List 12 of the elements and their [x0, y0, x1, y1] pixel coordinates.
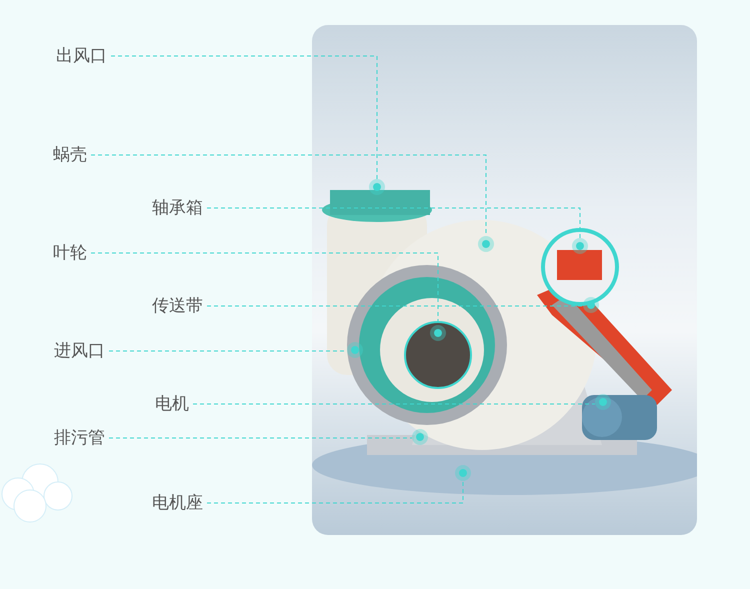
part-label: 电机座 — [152, 492, 203, 514]
leader-line — [110, 56, 378, 180]
part-label: 出风口 — [56, 45, 107, 67]
part-label: 排污管 — [54, 427, 105, 449]
part-label: 蜗壳 — [53, 144, 87, 166]
part-label: 轴承箱 — [152, 197, 203, 219]
leader-line — [206, 208, 580, 238]
leader-line — [206, 480, 464, 504]
part-label: 电机 — [155, 393, 189, 415]
part-label: 传送带 — [152, 295, 203, 317]
part-label: 叶轮 — [53, 242, 87, 264]
part-label: 进风口 — [54, 340, 105, 362]
